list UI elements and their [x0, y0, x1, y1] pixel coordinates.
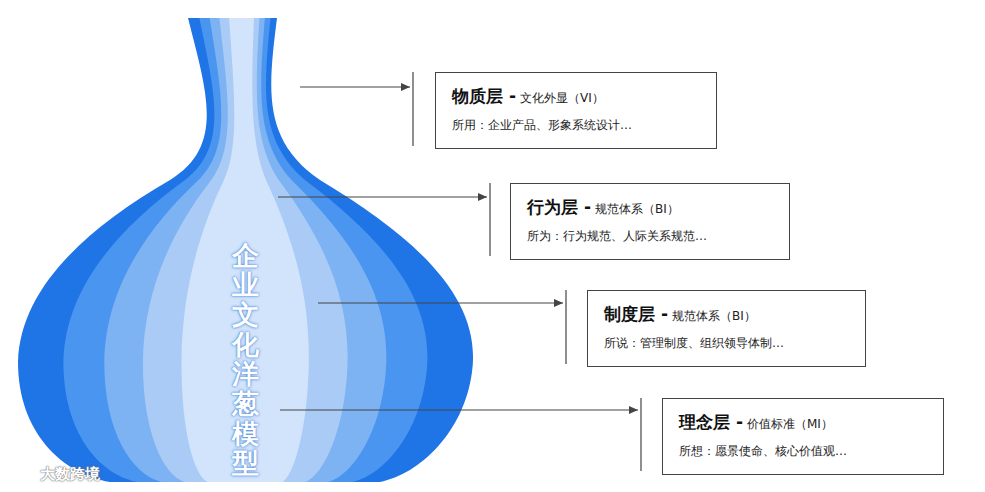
leader-arrow	[300, 86, 410, 87]
layer-subtitle: 价值标准（MI）	[747, 417, 833, 431]
layer-description: 所想：愿景使命、核心价值观…	[679, 443, 927, 460]
onion-layer	[181, 18, 308, 482]
layer-description: 所为：行为规范、人际关系规范…	[527, 228, 773, 245]
layer-title: 理念层 -	[679, 412, 743, 432]
layer-subtitle: 文化外显（VI）	[520, 91, 604, 105]
layer-title: 行为层 -	[527, 197, 591, 217]
layer-description: 所说：管理制度、组织领导体制…	[604, 335, 849, 352]
layer-subtitle: 规范体系（BI）	[595, 202, 679, 216]
layer-box: 制度层 - 规范体系（BI） 所说：管理制度、组织领导体制…	[587, 290, 866, 367]
bracket-line	[489, 183, 490, 256]
leader-arrow	[278, 196, 487, 197]
layer-box: 行为层 - 规范体系（BI） 所为：行为规范、人际关系规范…	[510, 183, 790, 260]
leader-arrow	[280, 409, 638, 410]
onion-layer	[18, 18, 473, 482]
layer-description: 所用：企业产品、形象系统设计…	[452, 117, 700, 134]
vertical-title: 企业文化洋葱模型	[232, 241, 259, 479]
leader-arrow	[318, 302, 563, 303]
watermark: 大数跨境	[40, 465, 100, 484]
bracket-line	[412, 72, 413, 146]
onion-layer	[63, 18, 427, 482]
layer-subtitle: 规范体系（BI）	[672, 309, 756, 323]
bracket-line	[640, 398, 641, 471]
layer-box: 物质层 - 文化外显（VI） 所用：企业产品、形象系统设计…	[435, 72, 717, 149]
layer-box: 理念层 - 价值标准（MI） 所想：愿景使命、核心价值观…	[662, 398, 944, 475]
bracket-line	[565, 290, 566, 364]
layer-title: 制度层 -	[604, 304, 668, 324]
layer-title: 物质层 -	[452, 86, 516, 106]
